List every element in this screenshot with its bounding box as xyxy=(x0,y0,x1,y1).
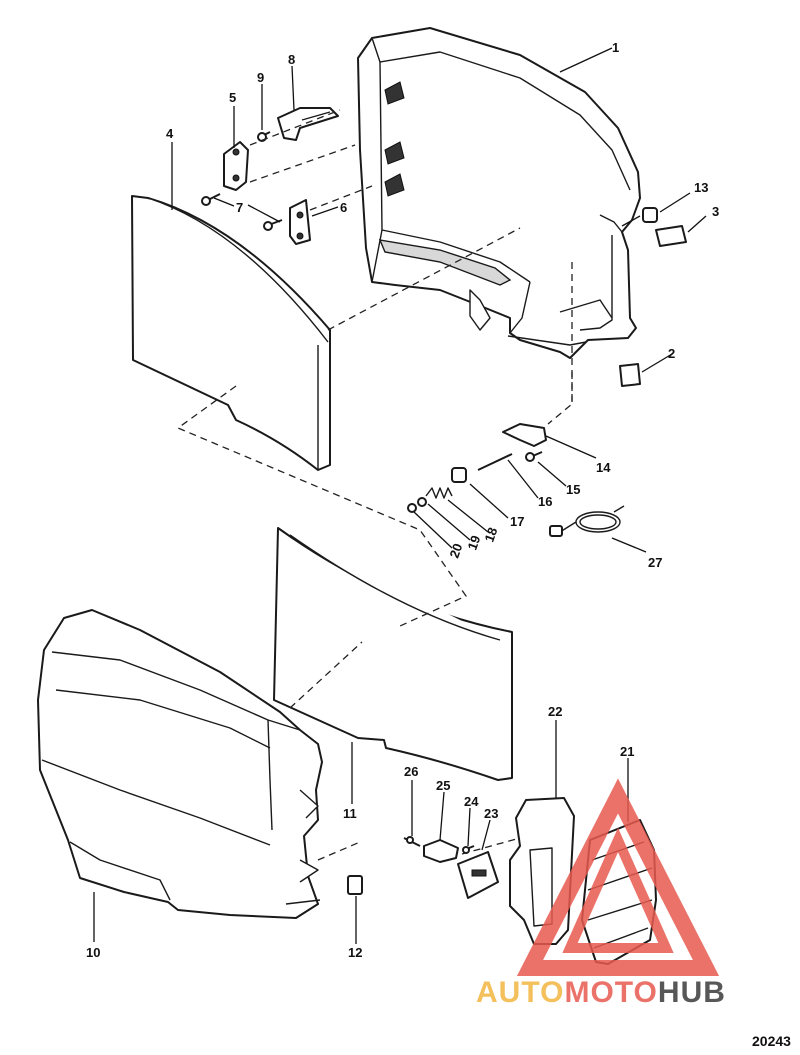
watermark-moto: MOTO xyxy=(564,976,657,1009)
part-6-hinge xyxy=(289,199,311,245)
callout-24: 24 xyxy=(464,794,479,809)
part-14-latch xyxy=(502,423,547,447)
part-12-block xyxy=(347,875,363,895)
callout-12: 12 xyxy=(348,945,362,960)
part-1-rear-cowl xyxy=(357,27,641,359)
figure-number: 20243 xyxy=(752,1033,791,1049)
part-22-gasket xyxy=(509,797,575,945)
part-16-rod xyxy=(477,453,513,471)
callout-22: 22 xyxy=(548,704,562,719)
part-2-pad xyxy=(619,363,641,387)
watermark-triangle-icon xyxy=(516,778,720,976)
part-13-clip xyxy=(642,207,658,223)
callout-5: 5 xyxy=(229,90,236,105)
callout-17: 17 xyxy=(510,514,524,529)
part-3-pad xyxy=(655,225,687,247)
callout-4: 4 xyxy=(166,126,174,141)
callout-19: 19 xyxy=(464,533,483,552)
part-17-collar xyxy=(451,467,467,483)
callout-10: 10 xyxy=(86,945,100,960)
watermark-auto: AUTO xyxy=(476,976,564,1009)
callout-6: 6 xyxy=(340,200,347,215)
part-24-screw xyxy=(462,845,475,854)
callout-2: 2 xyxy=(668,346,675,361)
callout-7: 7 xyxy=(236,200,243,215)
callout-23: 23 xyxy=(484,806,498,821)
part-20-nut xyxy=(407,503,417,513)
callout-11: 11 xyxy=(343,806,357,821)
callout-8: 8 xyxy=(288,52,295,67)
callout-14: 14 xyxy=(596,460,611,475)
part-10-front-cowl xyxy=(37,609,323,919)
callout-15: 15 xyxy=(566,482,580,497)
part-25-latch xyxy=(423,839,459,863)
callout-labels: 1 2 3 4 5 6 7 8 9 10 11 12 13 14 15 16 1… xyxy=(86,40,719,960)
callout-16: 16 xyxy=(538,494,552,509)
part-19-washer xyxy=(417,497,427,507)
leader-lines xyxy=(93,47,707,944)
callout-13: 13 xyxy=(694,180,708,195)
callout-3: 3 xyxy=(712,204,719,219)
callout-9: 9 xyxy=(257,70,264,85)
callout-21: 21 xyxy=(620,744,634,759)
callout-26: 26 xyxy=(404,764,418,779)
watermark-hub: HUB xyxy=(658,976,726,1009)
part-18-spring xyxy=(425,487,453,499)
watermark-text: AUTOMOTOHUB xyxy=(476,976,726,1009)
watermark: AUTOMOTOHUB xyxy=(476,778,726,1009)
part-23-plate xyxy=(457,851,499,899)
part-11-panel xyxy=(273,527,513,781)
part-5-hinge xyxy=(223,141,249,191)
callout-25: 25 xyxy=(436,778,450,793)
part-4-panel xyxy=(131,195,331,471)
callout-1: 1 xyxy=(612,40,619,55)
callout-27: 27 xyxy=(648,555,662,570)
part-26-screw xyxy=(403,836,421,847)
part-15-screw xyxy=(525,451,543,462)
part-8-bracket xyxy=(277,107,339,141)
part-27-cable xyxy=(549,505,625,537)
callout-20: 20 xyxy=(446,541,465,560)
assembly-dashed-lines xyxy=(176,109,573,861)
callout-18: 18 xyxy=(481,525,500,544)
